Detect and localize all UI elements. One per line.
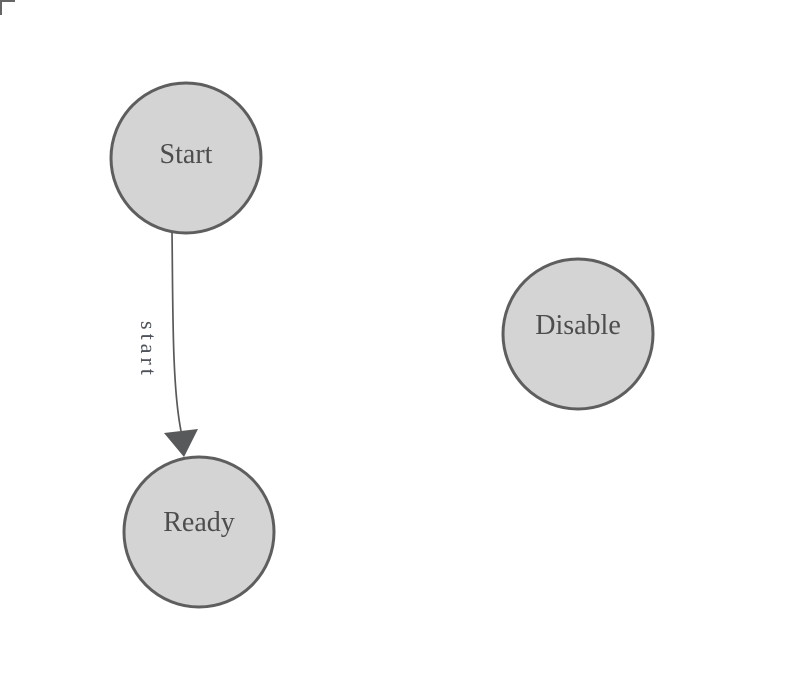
state-node-disable-label: Disable: [535, 310, 621, 341]
canvas-origin-corner-mark: [0, 0, 15, 15]
state-node-disable-circle[interactable]: [501, 257, 655, 411]
transition-edge-line: [171, 230, 182, 432]
state-node-disable[interactable]: Disable: [501, 257, 655, 411]
arrowhead-icon: [164, 429, 198, 457]
transition-label: start: [136, 321, 161, 379]
state-node-start[interactable]: Start: [109, 81, 263, 235]
state-node-ready-label: Ready: [163, 507, 235, 538]
state-node-start-circle[interactable]: [109, 81, 263, 235]
state-node-ready-circle[interactable]: [122, 455, 276, 609]
state-node-start-label: Start: [160, 139, 213, 170]
state-node-ready[interactable]: Ready: [122, 455, 276, 609]
transition-edge-start-to-ready: start: [136, 230, 198, 457]
